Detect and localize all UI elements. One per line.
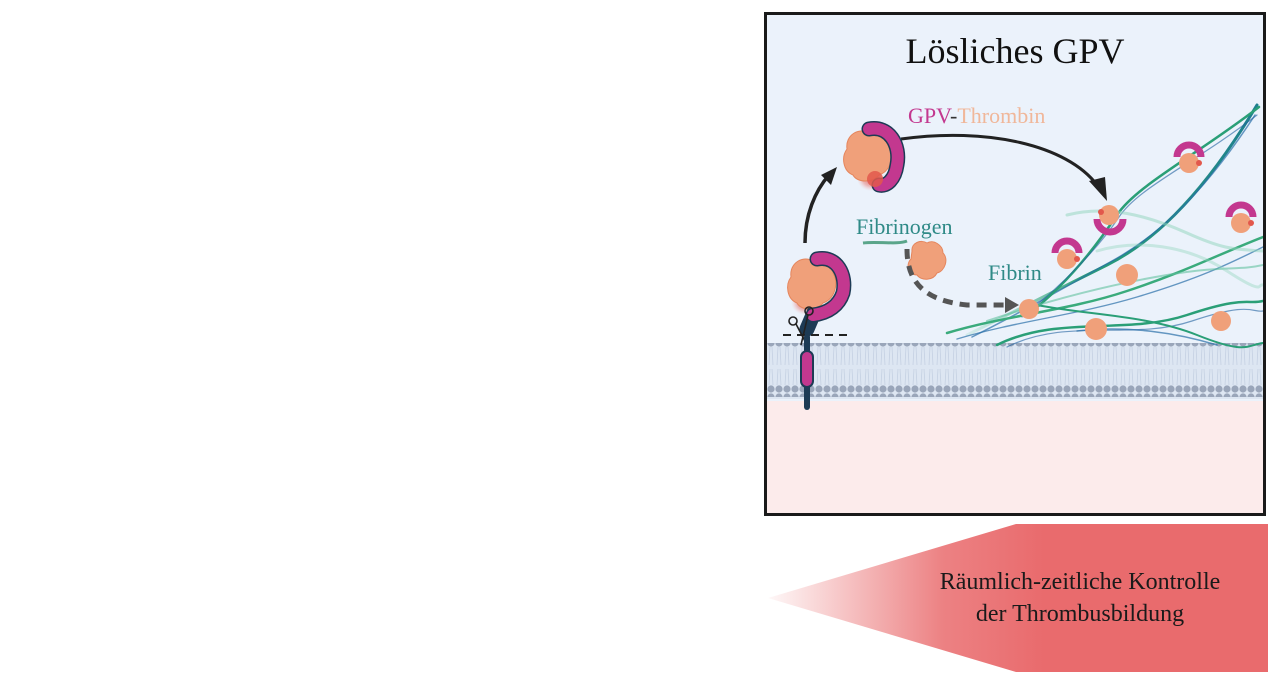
transmembrane-gpv-stump-icon bbox=[800, 334, 814, 410]
fibrinogen-molecule-icon bbox=[862, 239, 908, 245]
control-caption: Räumlich-zeitliche Kontrolle der Thrombu… bbox=[890, 566, 1270, 631]
scissors-cleavage-icon bbox=[788, 306, 814, 346]
gpv-thrombin-label: GPV-Thrombin bbox=[908, 105, 1045, 127]
cell-membrane-lipid-bilayer-icon bbox=[767, 343, 1263, 399]
conversion-dashed-arrow bbox=[904, 248, 1005, 308]
fibrin-fiber-network-icon bbox=[945, 103, 1263, 349]
fibrin-label: Fibrin bbox=[988, 260, 1042, 285]
mechanism-illustration bbox=[767, 103, 1263, 410]
binding-arrow-head bbox=[1089, 177, 1107, 201]
soluble-gpv-thrombin-complex-icon bbox=[843, 121, 906, 193]
caption-line-1: Räumlich-zeitliche Kontrolle bbox=[939, 569, 1221, 595]
fibrin-bound-thrombin-icons bbox=[1019, 141, 1257, 340]
panel-title: Lösliches GPV bbox=[905, 31, 1125, 71]
cytoplasm-region bbox=[767, 401, 1263, 513]
label-hyphen: - bbox=[950, 103, 958, 128]
caption-line-2: der Thrombusbildung bbox=[975, 601, 1185, 628]
arrow-wedge bbox=[768, 524, 1268, 672]
release-arrow-head bbox=[821, 167, 837, 185]
control-gradient-arrow bbox=[768, 524, 1268, 672]
binding-arrow bbox=[900, 133, 1099, 186]
membrane-bound-gpv-thrombin-complex-icon bbox=[787, 251, 852, 337]
conversion-arrow-head bbox=[1005, 297, 1019, 313]
thrombin-label: Thrombin bbox=[957, 103, 1046, 128]
release-arrow bbox=[803, 173, 831, 244]
gpv-label: GPV bbox=[908, 103, 950, 128]
fibrinogen-label: Fibrinogen bbox=[856, 214, 953, 239]
soluble-gpv-panel: Lösliches GPV GPV-Thrombin Fibrinogen Fi… bbox=[764, 12, 1266, 516]
